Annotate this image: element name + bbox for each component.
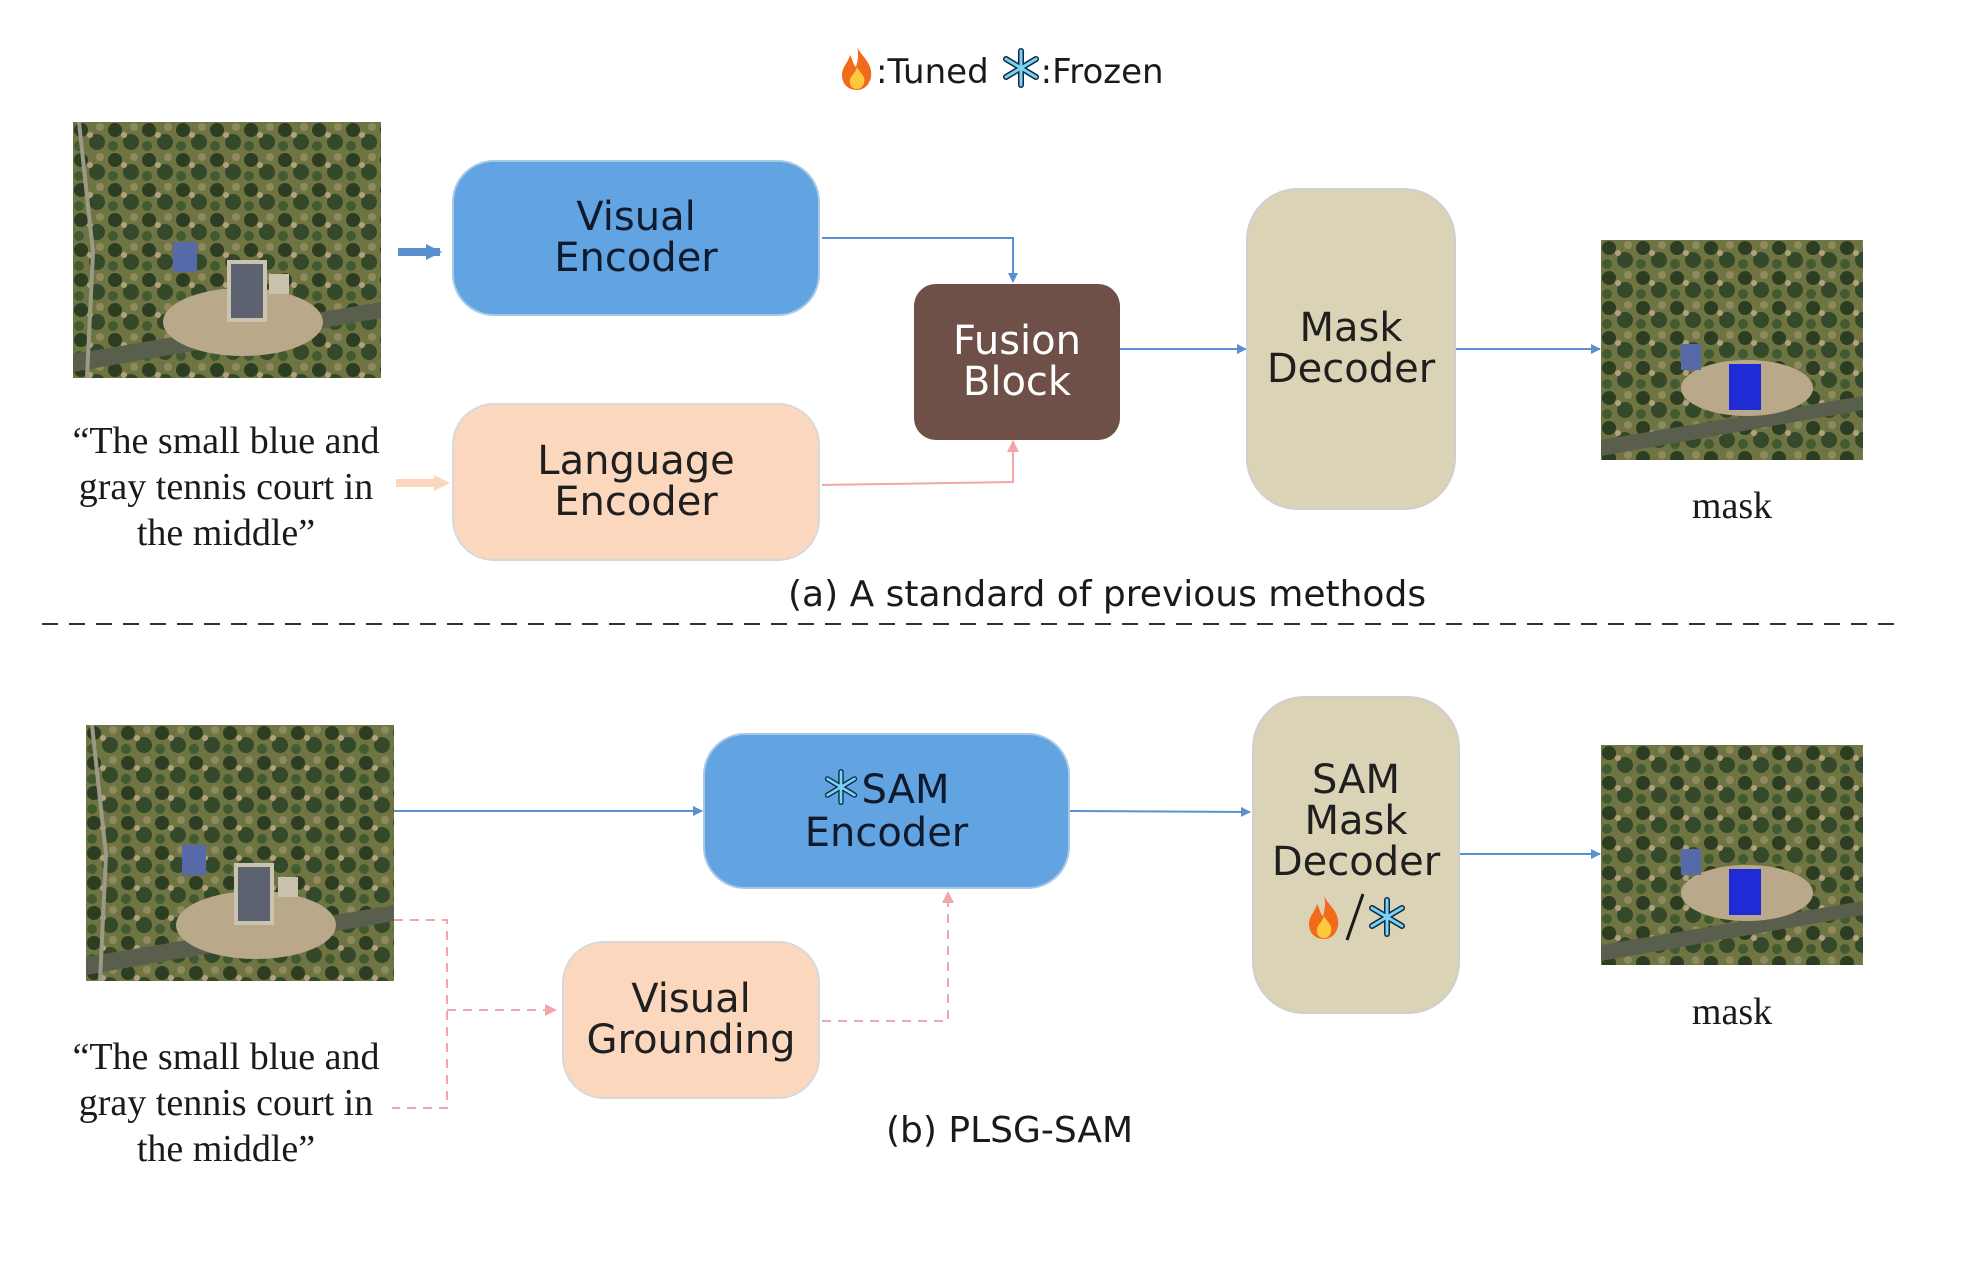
visual-encoder-box: Visual Encoder bbox=[452, 160, 820, 316]
text-query-b: “The small blue and gray tennis court in… bbox=[72, 1036, 380, 1170]
dashed-grounding-to-sam-encoder bbox=[822, 891, 954, 1022]
snowflake-icon bbox=[823, 768, 859, 813]
legend-frozen-label: :Frozen bbox=[1040, 52, 1164, 92]
text-query-a: “The small blue and gray tennis court in… bbox=[72, 420, 380, 554]
legend: :Tuned :Frozen bbox=[838, 42, 1164, 102]
fusion-block-box: Fusion Block bbox=[914, 284, 1120, 440]
caption-a: (a) A standard of previous methods bbox=[788, 574, 1427, 615]
fire-icon bbox=[1305, 894, 1343, 948]
legend-tuned-label: :Tuned bbox=[876, 52, 989, 92]
sam-mask-decoder-box: SAM Mask Decoder bbox=[1252, 696, 1460, 1014]
arrow-language-to-fusion bbox=[821, 440, 1019, 486]
fire-icon bbox=[838, 45, 876, 100]
snowflake-icon bbox=[1001, 47, 1041, 97]
mask-region bbox=[1729, 869, 1761, 915]
sam-encoder-box: SAM Encoder bbox=[703, 733, 1070, 889]
mask-decoder-box: Mask Decoder bbox=[1246, 188, 1456, 510]
arrow-visual-to-fusion bbox=[822, 237, 1018, 283]
language-encoder-box: Language Encoder bbox=[452, 403, 820, 561]
visual-grounding-box: Visual Grounding bbox=[562, 941, 820, 1099]
caption-b: (b) PLSG-SAM bbox=[886, 1110, 1134, 1151]
mask-output-image-b bbox=[1601, 745, 1863, 965]
dashed-image-branch bbox=[392, 919, 448, 1109]
snowflake-icon bbox=[1367, 897, 1407, 945]
arrow-sam-encoder-to-decoder bbox=[1069, 806, 1251, 817]
mask-region bbox=[1729, 364, 1761, 410]
mask-label-a: mask bbox=[1691, 485, 1773, 527]
aerial-image-a bbox=[73, 122, 381, 378]
aerial-image-b bbox=[86, 725, 394, 981]
slash-divider bbox=[1343, 892, 1367, 950]
mask-label-b: mask bbox=[1691, 991, 1773, 1033]
mask-output-image-a bbox=[1601, 240, 1863, 460]
